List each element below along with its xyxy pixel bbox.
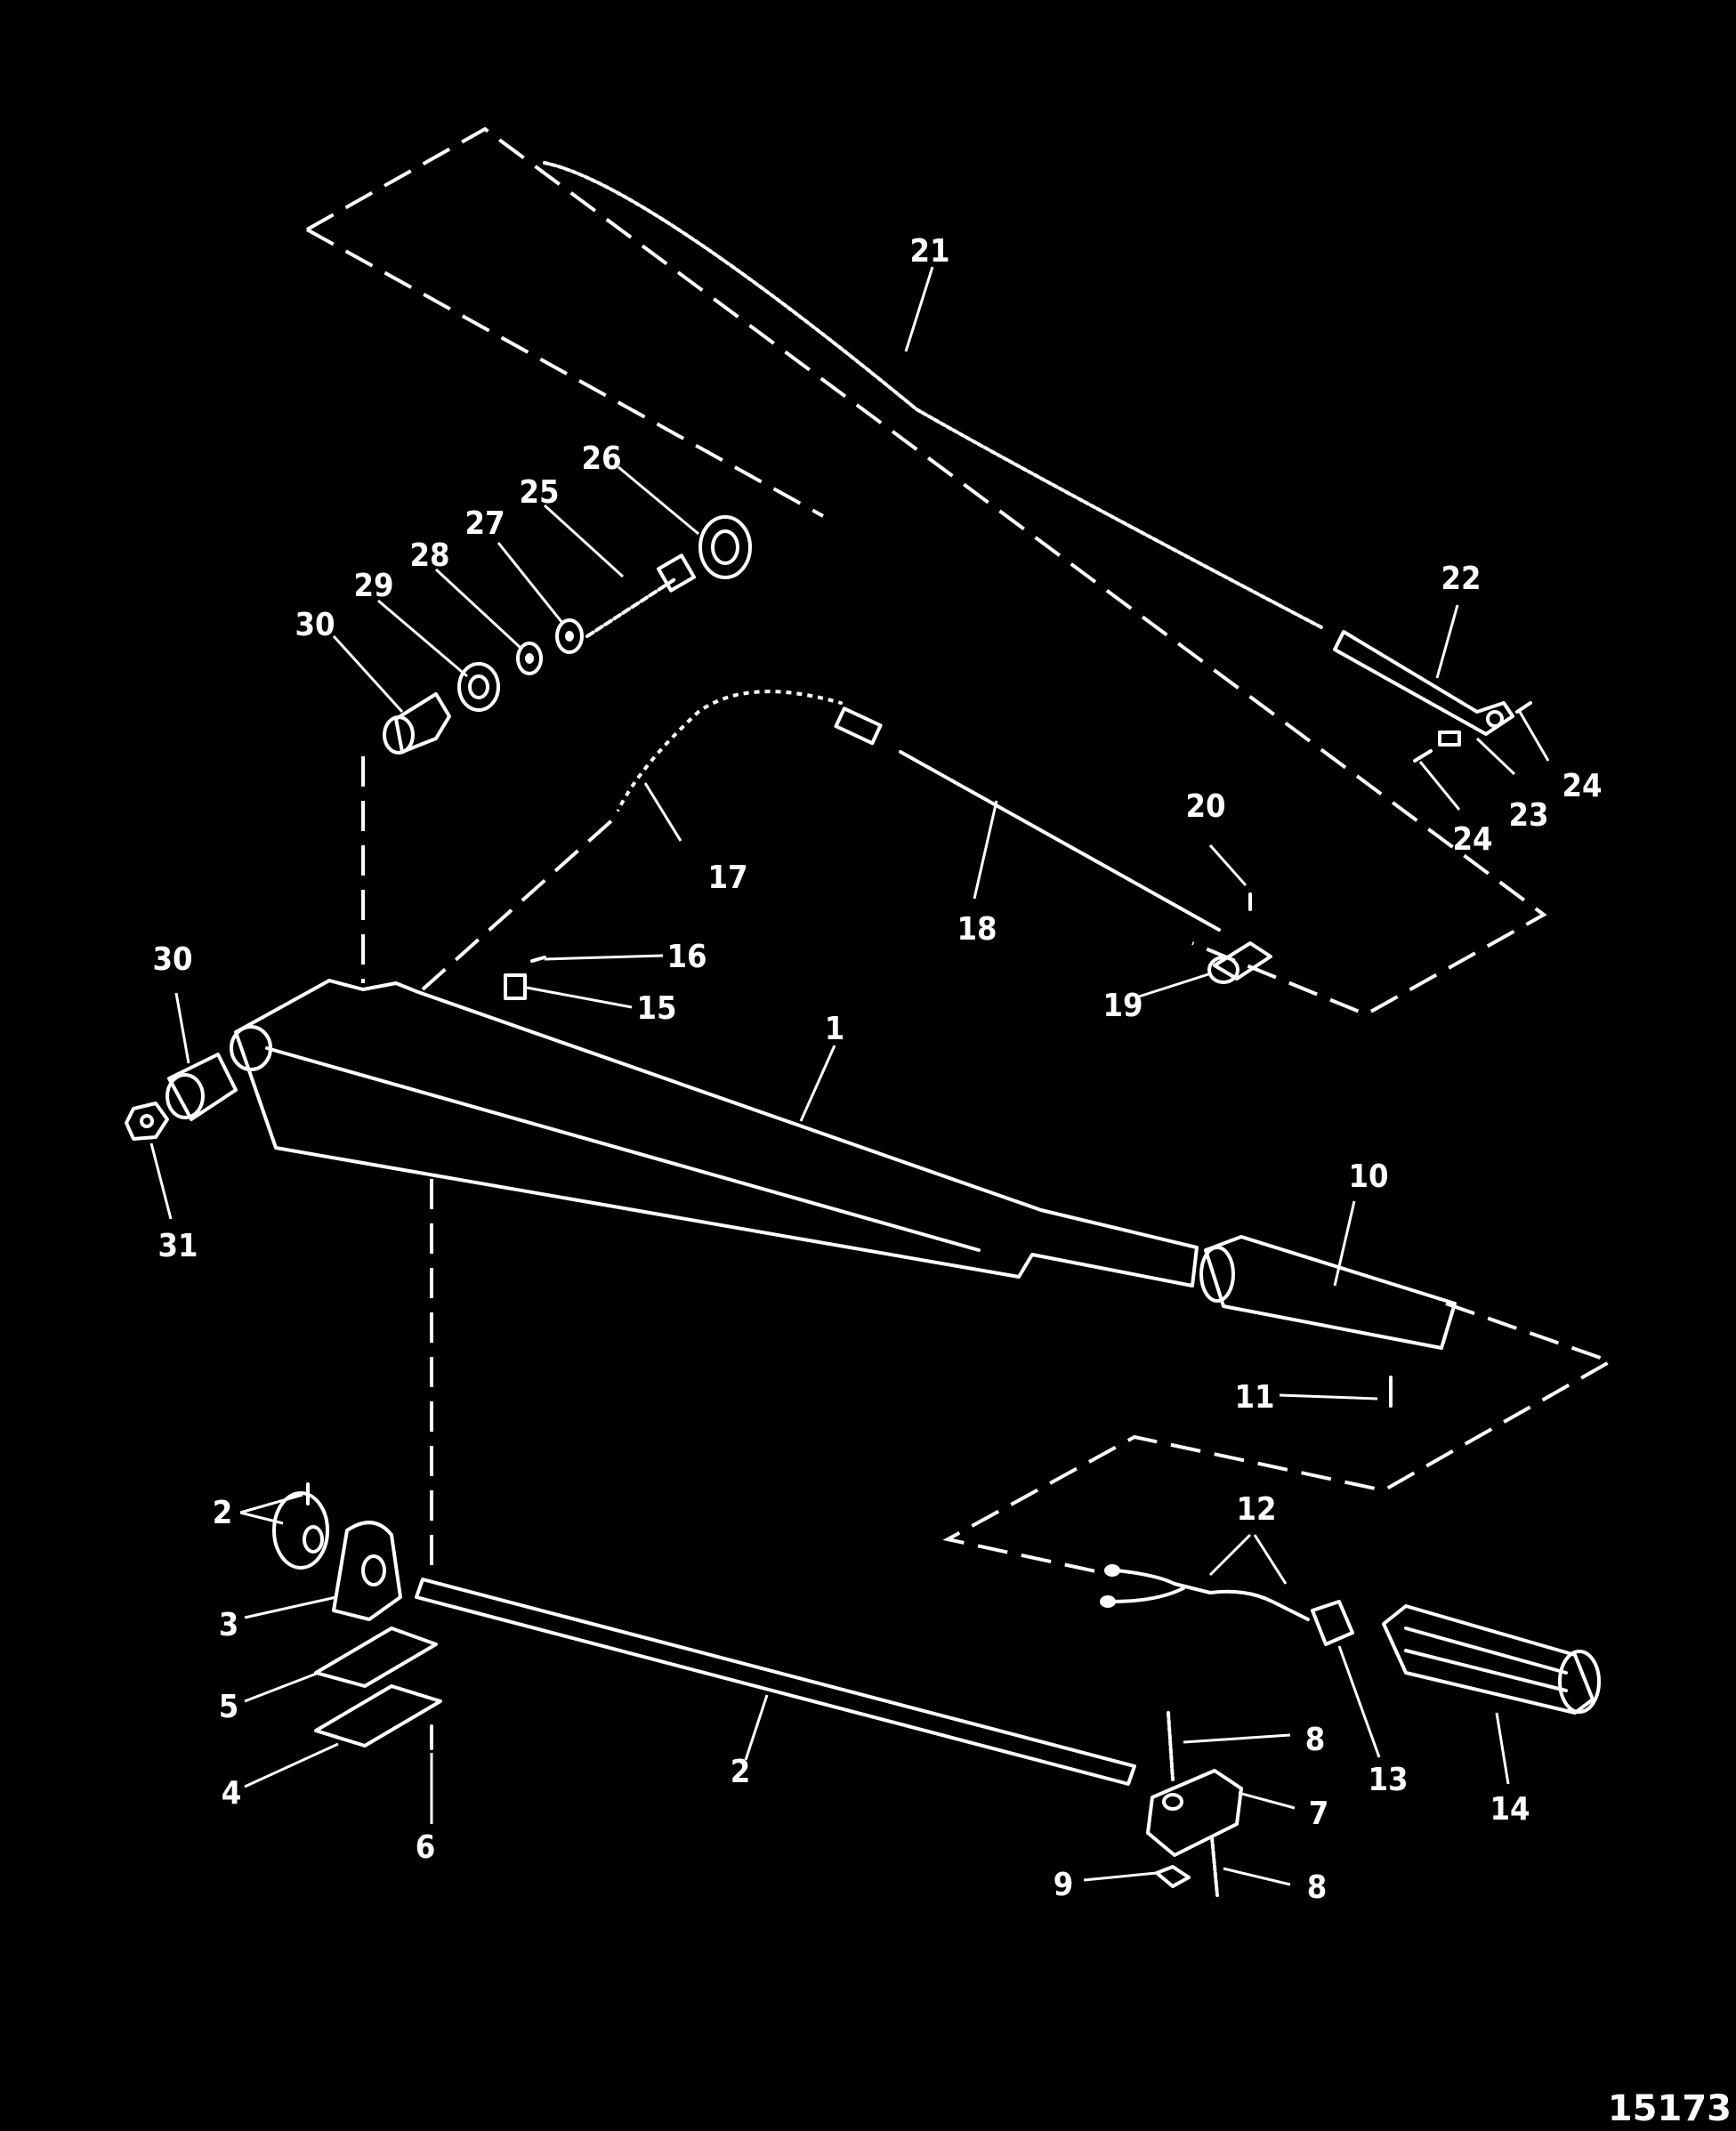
part-19-collar [1207, 941, 1272, 984]
callout-20: 20 [1185, 788, 1225, 825]
callout-9: 9 [1054, 1867, 1074, 1903]
figure-number: 15173 [1608, 2088, 1732, 2129]
part-4-plate [314, 1684, 442, 1748]
callout-11: 11 [1234, 1379, 1274, 1416]
part-28-washer [516, 642, 543, 675]
part-7-clamp [1146, 1769, 1243, 1857]
part-2-gear [272, 1482, 329, 1570]
callout-24-right: 24 [1562, 768, 1602, 804]
part-30-bushing-left [166, 1053, 238, 1121]
part-10-throttle-tube [1199, 1235, 1457, 1350]
callout-26: 26 [581, 440, 621, 477]
callout-8-lower: 8 [1307, 1869, 1328, 1906]
part-16-screw [530, 956, 546, 963]
callout-25: 25 [519, 474, 559, 511]
callout-5: 5 [219, 1689, 239, 1725]
part-9-wing-nut [1155, 1865, 1191, 1888]
callout-4: 4 [222, 1775, 242, 1812]
callout-18: 18 [957, 911, 997, 948]
part-25-bolt [585, 553, 696, 638]
part-24-screw-lower [1413, 749, 1433, 763]
callout-2-gear: 2 [213, 1495, 233, 1531]
callout-30-left: 30 [152, 941, 192, 978]
part-29-bushing [457, 662, 500, 712]
callout-23: 23 [1508, 797, 1548, 834]
callout-2-shaft: 2 [731, 1754, 751, 1790]
part-27-washer [555, 618, 584, 654]
callout-16: 16 [666, 939, 707, 975]
part-3-cam [332, 1521, 402, 1621]
callout-10: 10 [1348, 1158, 1388, 1195]
part-5-plate [314, 1627, 438, 1688]
callout-14: 14 [1490, 1791, 1530, 1828]
callout-12: 12 [1236, 1491, 1276, 1528]
callout-15: 15 [636, 990, 676, 1027]
leader-lines [149, 266, 1550, 1886]
part-18-rod [899, 750, 1221, 932]
callout-30-upper: 30 [295, 607, 335, 643]
dashed-assembly-lines [306, 126, 1615, 1577]
part-24-screw-upper [1515, 701, 1532, 714]
part-30-bushing-upper [383, 692, 451, 755]
callout-17: 17 [707, 860, 747, 896]
part-31-nut [125, 1102, 169, 1141]
callout-28: 28 [409, 537, 449, 574]
part-21-cable [543, 161, 1323, 629]
part-23-pin [1438, 731, 1461, 747]
part-2-shaft [415, 1578, 1136, 1786]
callout-21: 21 [909, 233, 949, 270]
callout-31: 31 [157, 1228, 198, 1264]
callout-13: 13 [1368, 1762, 1408, 1798]
callout-27: 27 [464, 505, 505, 542]
part-1-handle-arm [230, 979, 1199, 1287]
callout-8-upper: 8 [1305, 1722, 1326, 1758]
part-26-cap [698, 515, 752, 579]
part-14-grip [1382, 1604, 1601, 1715]
part-22-link [1333, 630, 1514, 736]
callout-7: 7 [1309, 1796, 1329, 1832]
part-15-clip [504, 973, 527, 1000]
callout-1: 1 [825, 1011, 845, 1047]
callout-29: 29 [353, 568, 393, 604]
callout-labels: 21 22 23 24 24 26 25 27 28 29 30 17 18 2… [152, 233, 1602, 1906]
callout-3: 3 [219, 1607, 239, 1643]
part-8-screw-upper [1167, 1711, 1175, 1781]
part-17-flex-cable [616, 689, 883, 811]
callout-22: 22 [1441, 561, 1481, 597]
callout-19: 19 [1102, 988, 1143, 1024]
callout-6: 6 [416, 1829, 436, 1866]
part-13-connector [1311, 1600, 1354, 1646]
callout-24-left: 24 [1452, 821, 1492, 858]
part-12-wires [1100, 1564, 1310, 1621]
part-8-screw-lower [1210, 1836, 1219, 1897]
